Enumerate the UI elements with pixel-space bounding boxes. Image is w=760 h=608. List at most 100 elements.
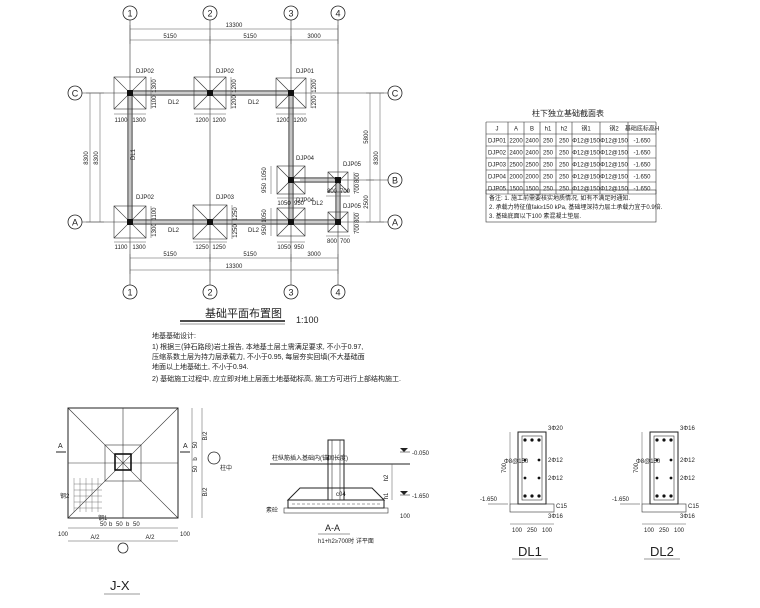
- row-label-b-right: B: [392, 176, 398, 186]
- dim-c1-b: 1300: [132, 118, 146, 124]
- jx-side-dim-2: B/2: [203, 487, 209, 497]
- aa-elev-bottom: -1.650: [412, 494, 430, 500]
- schedule-cell: Φ12@150: [600, 163, 628, 169]
- dim-c1-a: 1100: [115, 118, 129, 124]
- jx-mid-50c: 50: [133, 522, 140, 528]
- beam-tags: DL1 DL2 DL2 DL2 DL2 DL2: [131, 100, 324, 234]
- schedule-cell: -1.650: [633, 163, 651, 169]
- jx-section-mark-right: A: [183, 443, 188, 450]
- schedule-cell: 250: [559, 187, 570, 193]
- span-3-bottom: 3000: [307, 252, 321, 258]
- schedule-cell: DJP03: [488, 163, 507, 169]
- row-label-a-left: A: [72, 218, 78, 228]
- dl2-elev: -1.650: [612, 497, 630, 503]
- grid-label-1-bottom: 1: [127, 288, 132, 298]
- schedule-cell: -1.650: [633, 187, 651, 193]
- vdim-c3-b: 1200: [312, 95, 318, 109]
- dl1-height: 700: [502, 462, 508, 473]
- schedule-cell: -1.650: [633, 139, 651, 145]
- schedule-note-2: 2. 承载力特征值fak≥150 kPa, 基础埋深持力层土承载力宜于0.9倍.: [489, 203, 663, 211]
- dl2-height: 700: [634, 462, 640, 473]
- grid-label-2-bottom: 2: [207, 288, 212, 298]
- tag-c1: DJP02: [136, 69, 155, 75]
- dim-c3-a: 1200: [276, 118, 290, 124]
- right-dim-upper: 5800: [364, 130, 370, 144]
- bottom-dimensions: 5150 5150 3000 13300: [129, 252, 339, 274]
- dl1-side-bar-2: 2Φ12: [548, 476, 563, 482]
- schedule-cell: -1.650: [633, 175, 651, 181]
- dim-a2-a: 1250: [195, 245, 209, 251]
- jx-rebar-label-2: 钢2: [60, 492, 70, 500]
- vdim-c2-a: 1200: [232, 79, 238, 93]
- plan-title: 基础平面布置图: [205, 307, 282, 320]
- jx-side-50a: 50: [193, 441, 199, 448]
- notes-line-1: 1) 根据三(钟石路段)岩土报告, 本地基土层土需满足要求, 不小于0.97,: [152, 342, 363, 351]
- aa-h-label: h2: [384, 474, 390, 481]
- jx-label: J-X: [110, 578, 130, 593]
- grid-label-1-top: 1: [127, 9, 132, 19]
- footing-local-dims: 1100 1300 1200 1200 1200 1200 1100 1300 …: [114, 113, 351, 251]
- schedule-cell: 250: [559, 139, 570, 145]
- right-dimensions: 5800 2500 8300: [364, 92, 384, 223]
- vdim-a3-a: 1050: [262, 209, 268, 223]
- aa-h1-label: h1: [384, 492, 390, 499]
- schedule-cell: 1500: [525, 187, 539, 193]
- schedule-header-cell: h1: [545, 127, 552, 133]
- vdim-a1-a: 1100: [152, 207, 158, 221]
- jx-bottom-dim-2: A/2: [145, 535, 155, 541]
- jx-side-b1: b: [193, 457, 199, 461]
- dl2-top-bar: 3Φ16: [680, 426, 695, 432]
- schedule-cell: 250: [543, 151, 554, 157]
- right-dim-lower: 2500: [364, 195, 370, 209]
- jx-bottom-dim-1: A/2: [90, 535, 100, 541]
- section-dl1: 3Φ20 Φ8@150 2Φ12 2Φ12 3Φ16 C15 700 -1.65…: [480, 426, 568, 560]
- grid-label-3-top: 3: [288, 9, 293, 19]
- schedule-header-cell: 基础底标高H: [625, 125, 659, 133]
- foundation-plan: 1 2 3 4 1 2 3 4 13300 5150 5150 3: [67, 5, 403, 325]
- aa-elev-top: -0.050: [412, 451, 430, 457]
- schedule-cell: DJP04: [488, 175, 507, 181]
- right-dim-total: 8300: [374, 151, 380, 165]
- tag-a1: DJP02: [136, 195, 155, 201]
- plan-title-block: 基础平面布置图 1:100: [180, 307, 319, 325]
- schedule-cell: 2500: [509, 163, 523, 169]
- schedule-cell: 2000: [525, 175, 539, 181]
- vdim-c3-a: 1200: [312, 79, 318, 93]
- dl1-side-bar-1: 2Φ12: [548, 458, 563, 464]
- design-notes: 地基基础设计: 1) 根据三(钟石路段)岩土报告, 本地基土层土需满足要求, 不…: [152, 331, 401, 383]
- dl1-dim-3: 100: [542, 528, 553, 534]
- tag-a3: DJP04: [296, 198, 315, 204]
- dim-b3-b: 950: [294, 201, 305, 207]
- vdim-a4-a: 800: [355, 212, 361, 223]
- dim-a4-b: 700: [340, 239, 351, 245]
- dl1-c15: C15: [556, 504, 568, 510]
- schedule-cell: Φ12@150: [600, 187, 628, 193]
- schedule-header-cell: 钢1: [581, 125, 591, 133]
- footing-vertical-dims: 1300 1100 1200 1200 1200 1200 1100 1300 …: [150, 77, 361, 239]
- aa-dim-100: 100: [400, 514, 411, 520]
- schedule-cell: DJP01: [488, 139, 507, 145]
- schedule-cell: 250: [559, 151, 570, 157]
- detail-aa: 柱纵筋插入基础内(锚固长度) c04 -0.050 -1.650 h2 h1 素…: [266, 439, 430, 545]
- schedule-cell: Φ12@150: [600, 175, 628, 181]
- notes-heading: 地基基础设计:: [152, 331, 196, 340]
- schedule-cell: Φ12@150: [600, 139, 628, 145]
- schedule-cell: 2400: [525, 139, 539, 145]
- schedule-cell: Φ12@150: [572, 151, 600, 157]
- jx-mid-b1: b: [109, 522, 113, 528]
- dim-a4-a: 800: [327, 239, 338, 245]
- grid-bubbles-bottom: 1 2 3 4: [122, 284, 346, 300]
- jx-right-100: 100: [180, 532, 191, 538]
- row-label-a-right: A: [392, 218, 398, 228]
- schedule-cell: 2500: [525, 163, 539, 169]
- tag-b4: DJP05: [343, 162, 362, 168]
- span-2-top: 5150: [243, 34, 257, 40]
- jx-col-label: 柱中: [220, 464, 232, 472]
- plan-scale: 1:100: [296, 315, 319, 325]
- schedule-header-cell: h2: [561, 127, 568, 133]
- schedule-cell: Φ12@150: [600, 151, 628, 157]
- vdim-b4-a: 800: [355, 172, 361, 183]
- schedule-cell: DJP05: [488, 187, 507, 193]
- vdim-c1-b: 1100: [152, 95, 158, 109]
- schedule-cell: Φ12@150: [572, 175, 600, 181]
